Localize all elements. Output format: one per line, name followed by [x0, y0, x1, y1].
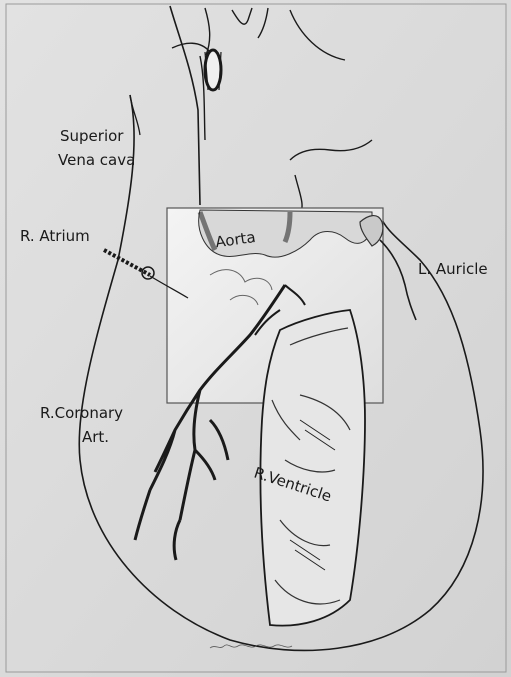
superior-vena-cava-label-line1: Superior	[60, 127, 124, 145]
r-atrium-label: R. Atrium	[20, 227, 90, 245]
r-coronary-art-label-line2: Art.	[82, 428, 109, 446]
r-ventricle-wall	[260, 310, 365, 626]
l-auricle-label: L. Auricle	[418, 260, 488, 278]
r-coronary-art-label-line1: R.Coronary	[40, 404, 123, 422]
superior-vena-cava-label-line2: Vena cava	[58, 151, 135, 169]
